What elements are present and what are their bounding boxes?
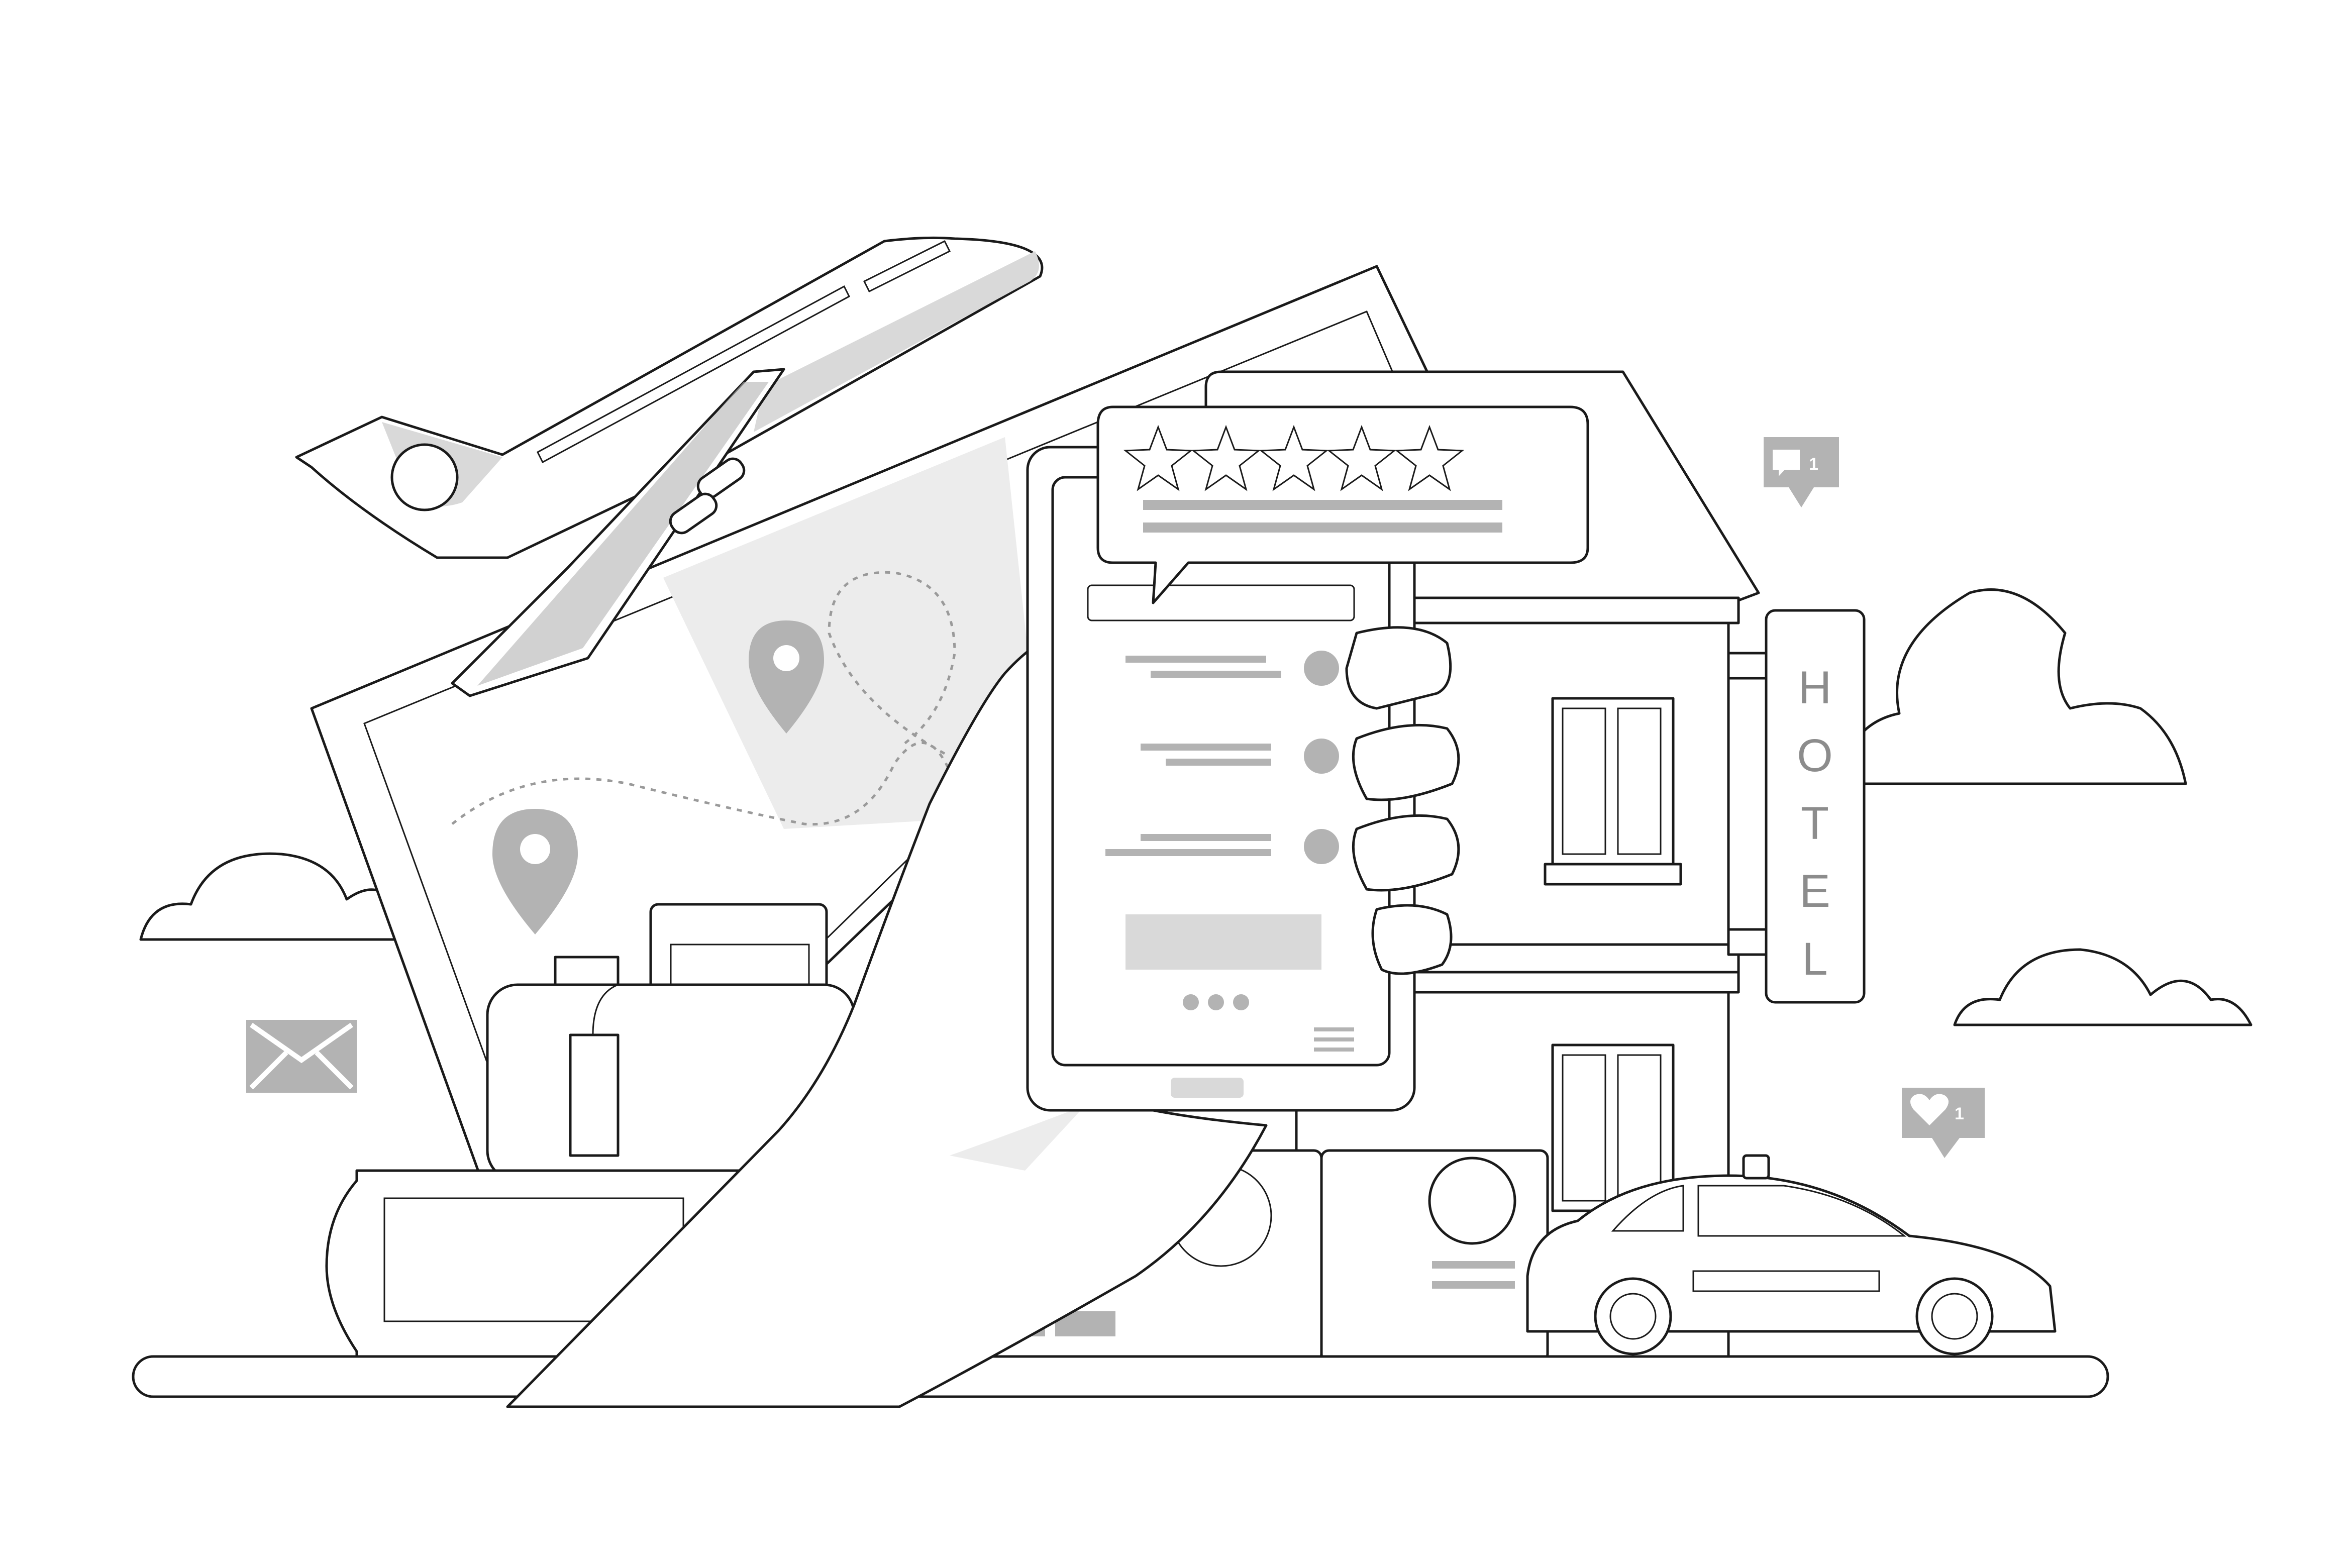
heart-icon xyxy=(1910,1094,1949,1125)
map-pin-icon xyxy=(492,809,578,934)
hotel-window xyxy=(1544,697,1682,886)
ground-line xyxy=(132,1355,2109,1398)
star-icon xyxy=(1259,425,1329,491)
comment-badge: 1 xyxy=(1764,437,1839,507)
sign-letter: E xyxy=(1799,866,1830,917)
list-item xyxy=(1141,739,1339,774)
page-dot xyxy=(1208,994,1224,1010)
fingers xyxy=(1345,626,1460,975)
star-icon xyxy=(1123,425,1193,491)
sign-letter: O xyxy=(1797,730,1833,781)
cloud-right-bottom xyxy=(1953,948,2253,1026)
rating-bubble xyxy=(1096,405,1589,604)
cloud-right-top xyxy=(1837,588,2187,785)
like-badge: 1 xyxy=(1902,1088,1985,1158)
star-icon xyxy=(1191,425,1261,491)
list-item xyxy=(1126,651,1339,686)
home-button xyxy=(1171,1078,1244,1098)
search-bar xyxy=(1087,584,1355,621)
smartphone xyxy=(1026,446,1416,1112)
suitcase xyxy=(486,903,856,1182)
star-icon xyxy=(1326,425,1397,491)
sign-letter: H xyxy=(1798,662,1831,713)
book-button xyxy=(1126,914,1321,970)
like-count: 1 xyxy=(1955,1104,1964,1123)
star-icon xyxy=(1394,425,1465,491)
page-dot xyxy=(1233,994,1249,1010)
taxi-car xyxy=(1526,1154,2057,1355)
map-pin-icon xyxy=(749,620,824,734)
star-rating xyxy=(1123,425,1465,491)
envelope-icon xyxy=(246,1020,357,1093)
sign-letter: L xyxy=(1802,933,1827,985)
airplane xyxy=(295,236,1044,697)
list-item xyxy=(1105,829,1339,864)
hotel-sign: H O T E L xyxy=(1765,609,1866,1004)
comment-count: 1 xyxy=(1809,455,1818,474)
sign-letter: T xyxy=(1801,798,1829,849)
speech-bubble-icon xyxy=(1773,450,1800,476)
page-dot xyxy=(1183,994,1199,1010)
